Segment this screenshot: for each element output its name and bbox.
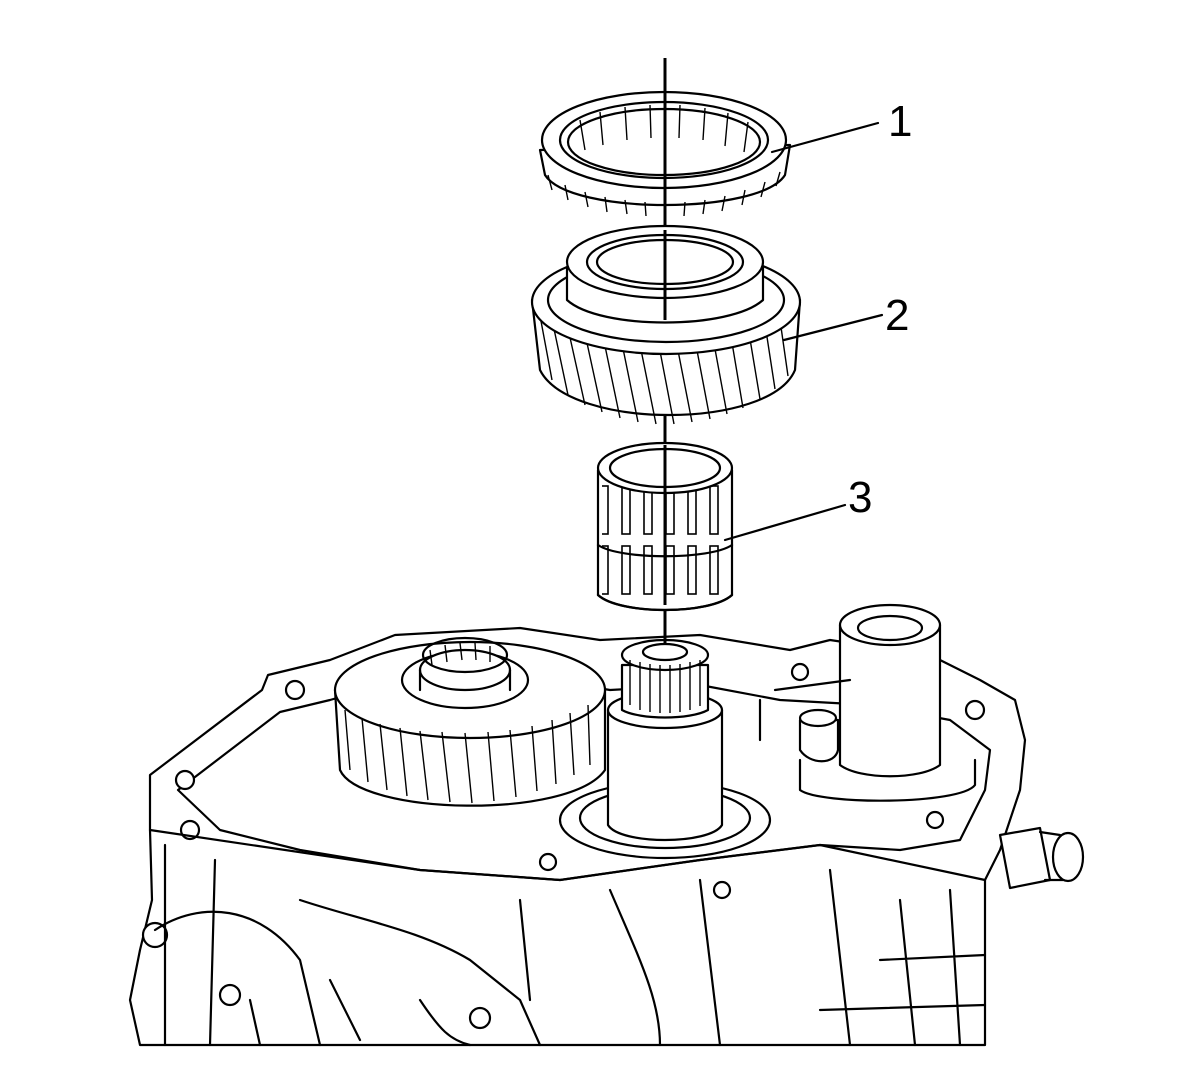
callout-1: 1 bbox=[770, 97, 912, 154]
counter-gear bbox=[333, 636, 607, 807]
callout-label-3: 3 bbox=[848, 473, 872, 522]
leader-line-2 bbox=[782, 313, 884, 342]
main-shaft bbox=[558, 638, 772, 860]
needle-bearing bbox=[596, 441, 734, 612]
synchronizer-ring bbox=[538, 58, 792, 217]
reverse-shaft bbox=[758, 603, 977, 802]
callout-label-1: 1 bbox=[888, 97, 912, 146]
leader-line-1 bbox=[770, 121, 880, 154]
helical-gear bbox=[530, 224, 802, 425]
callout-label-2: 2 bbox=[885, 291, 909, 340]
callout-2: 2 bbox=[782, 291, 909, 342]
callout-3: 3 bbox=[723, 473, 872, 542]
side-bolt bbox=[998, 826, 1085, 890]
leader-line-3 bbox=[723, 503, 847, 542]
